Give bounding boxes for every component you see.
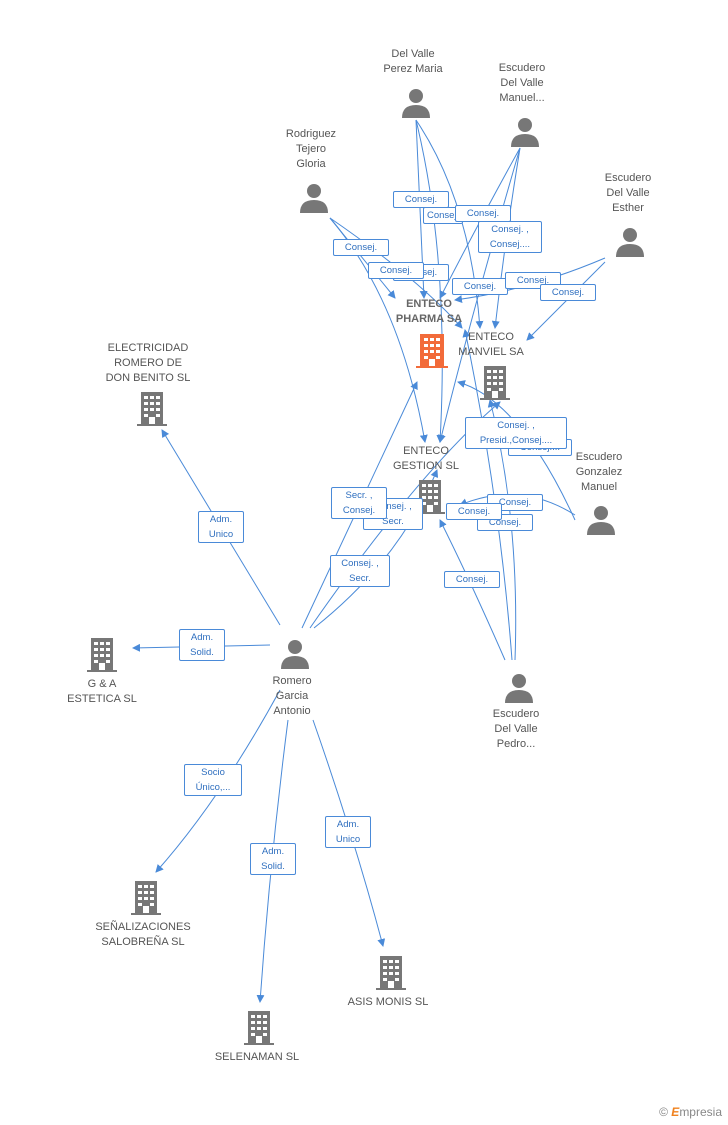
romero-label[interactable]: Romero Garcia Antonio (272, 675, 312, 717)
role-label: Consej. (393, 191, 449, 208)
electricidad-building-icon[interactable] (137, 392, 167, 431)
electricidad-label[interactable]: ELECTRICIDAD ROMERO DE DON BENITO SL (105, 342, 191, 384)
role-label: Consej. , Presid.,Consej.... (465, 417, 567, 449)
edge (437, 147, 521, 443)
escudero-manuel-label[interactable]: Escudero Del Valle Manuel... (498, 62, 546, 104)
role-label: Secr. , Consej. (331, 487, 387, 519)
escudero-gonzalez-person-icon[interactable] (587, 505, 615, 540)
rodriguez-label[interactable]: Rodriguez Tejero Gloria (285, 128, 337, 170)
role-label: Consej. (452, 278, 508, 295)
rodriguez-person-icon[interactable] (300, 183, 328, 218)
escudero-gonzalez-label[interactable]: Escudero Gonzalez Manuel (575, 451, 623, 493)
selenaman-building-icon[interactable] (244, 1011, 274, 1050)
asis-building-icon[interactable] (376, 956, 406, 995)
escudero-pedro-label[interactable]: Escudero Del Valle Pedro... (492, 708, 540, 750)
edge (439, 519, 506, 661)
brand-logo: © Empresia (659, 1105, 722, 1119)
brand-name: mpresia (679, 1105, 722, 1119)
senalizaciones-building-icon[interactable] (131, 881, 161, 920)
edge (415, 119, 445, 443)
brand-initial: E (671, 1105, 680, 1119)
enteco-gestion-label[interactable]: ENTECO GESTION SL (392, 445, 460, 472)
enteco-pharma-label[interactable]: ENTECO PHARMA SA (395, 298, 463, 325)
role-label: Adm. Unico (198, 511, 244, 543)
enteco-gestion-building-icon[interactable] (415, 480, 445, 519)
role-label: Consej. (368, 262, 424, 279)
copyright-symbol: © (659, 1105, 668, 1119)
edge (526, 261, 606, 341)
role-label: Consej. (333, 239, 389, 256)
delvalle-label[interactable]: Del Valle Perez Maria (383, 48, 443, 75)
delvalle-person-icon[interactable] (402, 88, 430, 123)
role-label: Consej. (540, 284, 596, 301)
enteco-pharma-building-icon[interactable] (416, 334, 448, 373)
role-label: Socio Único,... (184, 764, 242, 796)
asis-label[interactable]: ASIS MONIS SL (347, 996, 429, 1008)
romero-person-icon[interactable] (281, 639, 309, 674)
role-label: Adm. Solid. (179, 629, 225, 661)
selenaman-label[interactable]: SELENAMAN SL (214, 1051, 300, 1063)
gya-building-icon[interactable] (87, 638, 117, 677)
role-label: Adm. Solid. (250, 843, 296, 875)
enteco-manviel-label[interactable]: ENTECO MANVIEL SA (458, 331, 524, 358)
role-label: Consej. , Secr. (363, 498, 423, 530)
role-label: Adm. Unico (325, 816, 371, 848)
escudero-pedro-person-icon[interactable] (505, 673, 533, 708)
role-label: Consej. , Consej.... (478, 221, 542, 253)
gya-label[interactable]: G & A ESTETICA SL (67, 678, 137, 705)
senalizaciones-label[interactable]: SEÑALIZACIONES SALOBREÑA SL (95, 921, 191, 948)
escudero-esther-label[interactable]: Escudero Del Valle Esther (604, 172, 652, 214)
role-label: Consej. (446, 503, 502, 520)
escudero-esther-person-icon[interactable] (616, 227, 644, 262)
escudero-manuel-person-icon[interactable] (511, 117, 539, 152)
role-label: Consej. , Secr. (330, 555, 390, 587)
enteco-manviel-building-icon[interactable] (480, 366, 510, 405)
role-label: Consej. (444, 571, 500, 588)
role-label: Consej. (455, 205, 511, 222)
